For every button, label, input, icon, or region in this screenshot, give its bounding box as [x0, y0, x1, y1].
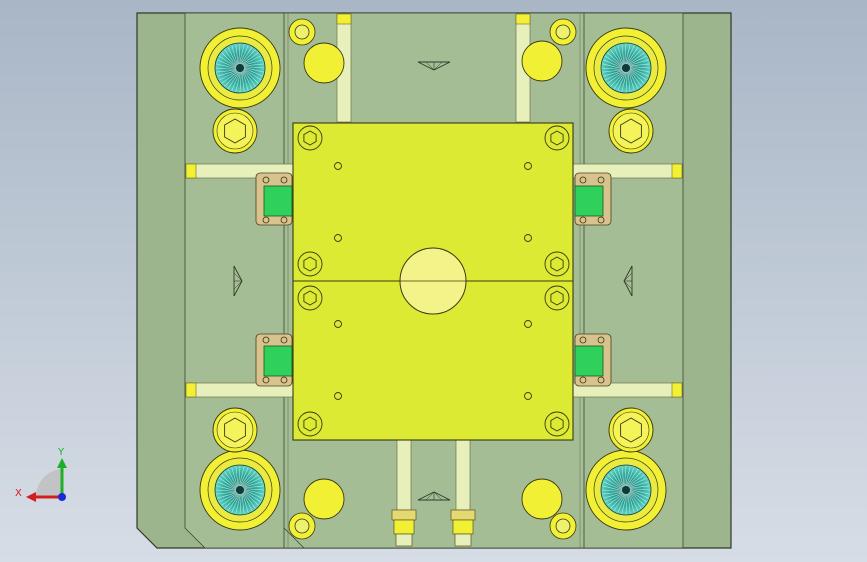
ejector-pin-hole: [524, 162, 532, 170]
washer-icon: [288, 18, 316, 46]
axis-label-x: X: [15, 488, 22, 499]
lock-block-upper-left[interactable]: [255, 172, 293, 226]
return-spring-icon: [585, 27, 667, 109]
cooling-channel-bottom-left[interactable]: [391, 439, 417, 547]
insert-bolt-group: [297, 125, 570, 437]
hex-socket-bolt-icon: [297, 285, 323, 311]
return-spring-icon: [199, 449, 281, 531]
hex-socket-bolt-icon: [544, 125, 570, 151]
washer-icon: [549, 18, 577, 46]
washer-icon: [288, 512, 316, 540]
axis-label-y: Y: [57, 447, 65, 458]
hex-socket-bolt-icon: [608, 407, 654, 453]
draft-direction-arrow-icon: [623, 265, 633, 297]
draft-direction-arrow-icon: [233, 265, 243, 297]
lock-block-lower-right[interactable]: [574, 333, 612, 387]
cooling-channel-bottom-right[interactable]: [450, 439, 476, 547]
washer-icon: [549, 512, 577, 540]
lock-block-upper-right[interactable]: [574, 172, 612, 226]
cooling-channel-top-left[interactable]: [336, 13, 352, 123]
return-spring-icon: [199, 27, 281, 109]
ejector-pin-hole: [524, 392, 532, 400]
ejector-pin-hole: [524, 320, 532, 328]
draft-direction-arrow-icon: [417, 61, 451, 71]
hex-socket-bolt-icon: [544, 285, 570, 311]
ejector-pin-hole: [524, 234, 532, 242]
ejector-pin-hole-group: [334, 162, 532, 400]
support-pillar-top-left[interactable]: [303, 42, 345, 84]
ejector-pin-hole: [334, 234, 342, 242]
ejector-pin-hole: [334, 392, 342, 400]
hex-socket-bolt-icon: [212, 108, 258, 154]
return-spring-group: [199, 27, 667, 531]
plate-bolt-group: [212, 108, 654, 453]
return-spring-icon: [585, 449, 667, 531]
hex-socket-bolt-icon: [297, 411, 323, 437]
ejector-pin-hole: [334, 320, 342, 328]
hex-socket-bolt-icon: [544, 251, 570, 277]
draft-direction-arrow-icon: [417, 491, 451, 501]
support-pillar-bottom-left[interactable]: [303, 478, 345, 520]
sprue-bushing[interactable]: [399, 247, 467, 315]
hex-socket-bolt-icon: [608, 108, 654, 154]
hex-socket-bolt-icon: [212, 407, 258, 453]
ejector-pin-hole: [334, 162, 342, 170]
xyz-axis-triad-icon: Y X: [15, 447, 67, 502]
support-pillar-top-right[interactable]: [521, 40, 563, 82]
lock-block-lower-left[interactable]: [255, 333, 293, 387]
hex-socket-bolt-icon: [297, 251, 323, 277]
washer-group: [288, 18, 577, 540]
hex-socket-bolt-icon: [544, 411, 570, 437]
support-pillar-bottom-right[interactable]: [521, 478, 563, 520]
hex-socket-bolt-icon: [297, 125, 323, 151]
